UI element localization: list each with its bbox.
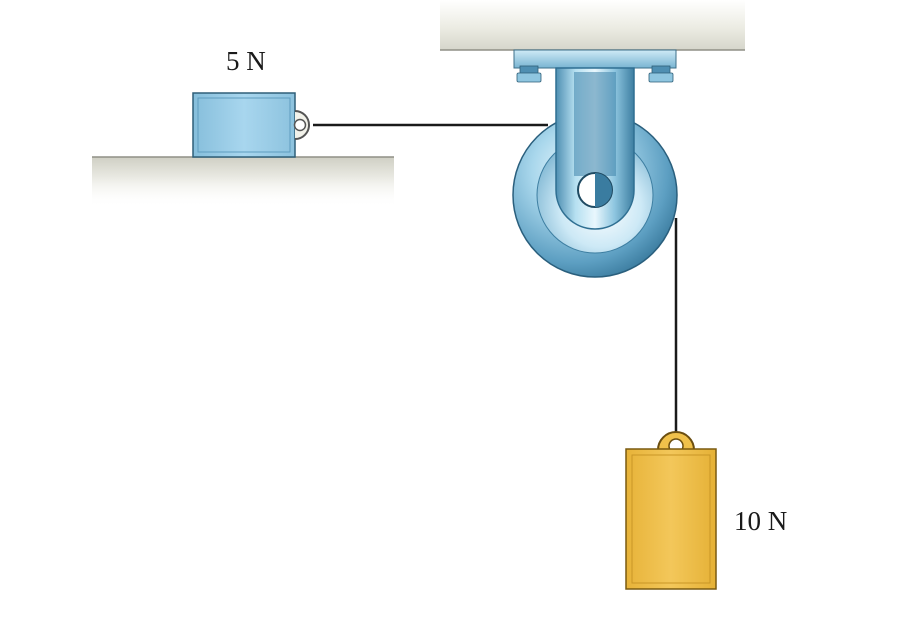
block-hook-icon [293,110,310,140]
pulley-bracket [555,67,635,230]
floor [92,157,394,207]
block [192,92,296,158]
hanging-weight-label: 10 N [734,506,787,536]
ceiling [440,0,745,50]
mounting-plate [513,49,677,83]
block-weight-label: 5 N [226,46,266,76]
hanging-weight [625,448,717,590]
pulley-axle [577,172,613,208]
